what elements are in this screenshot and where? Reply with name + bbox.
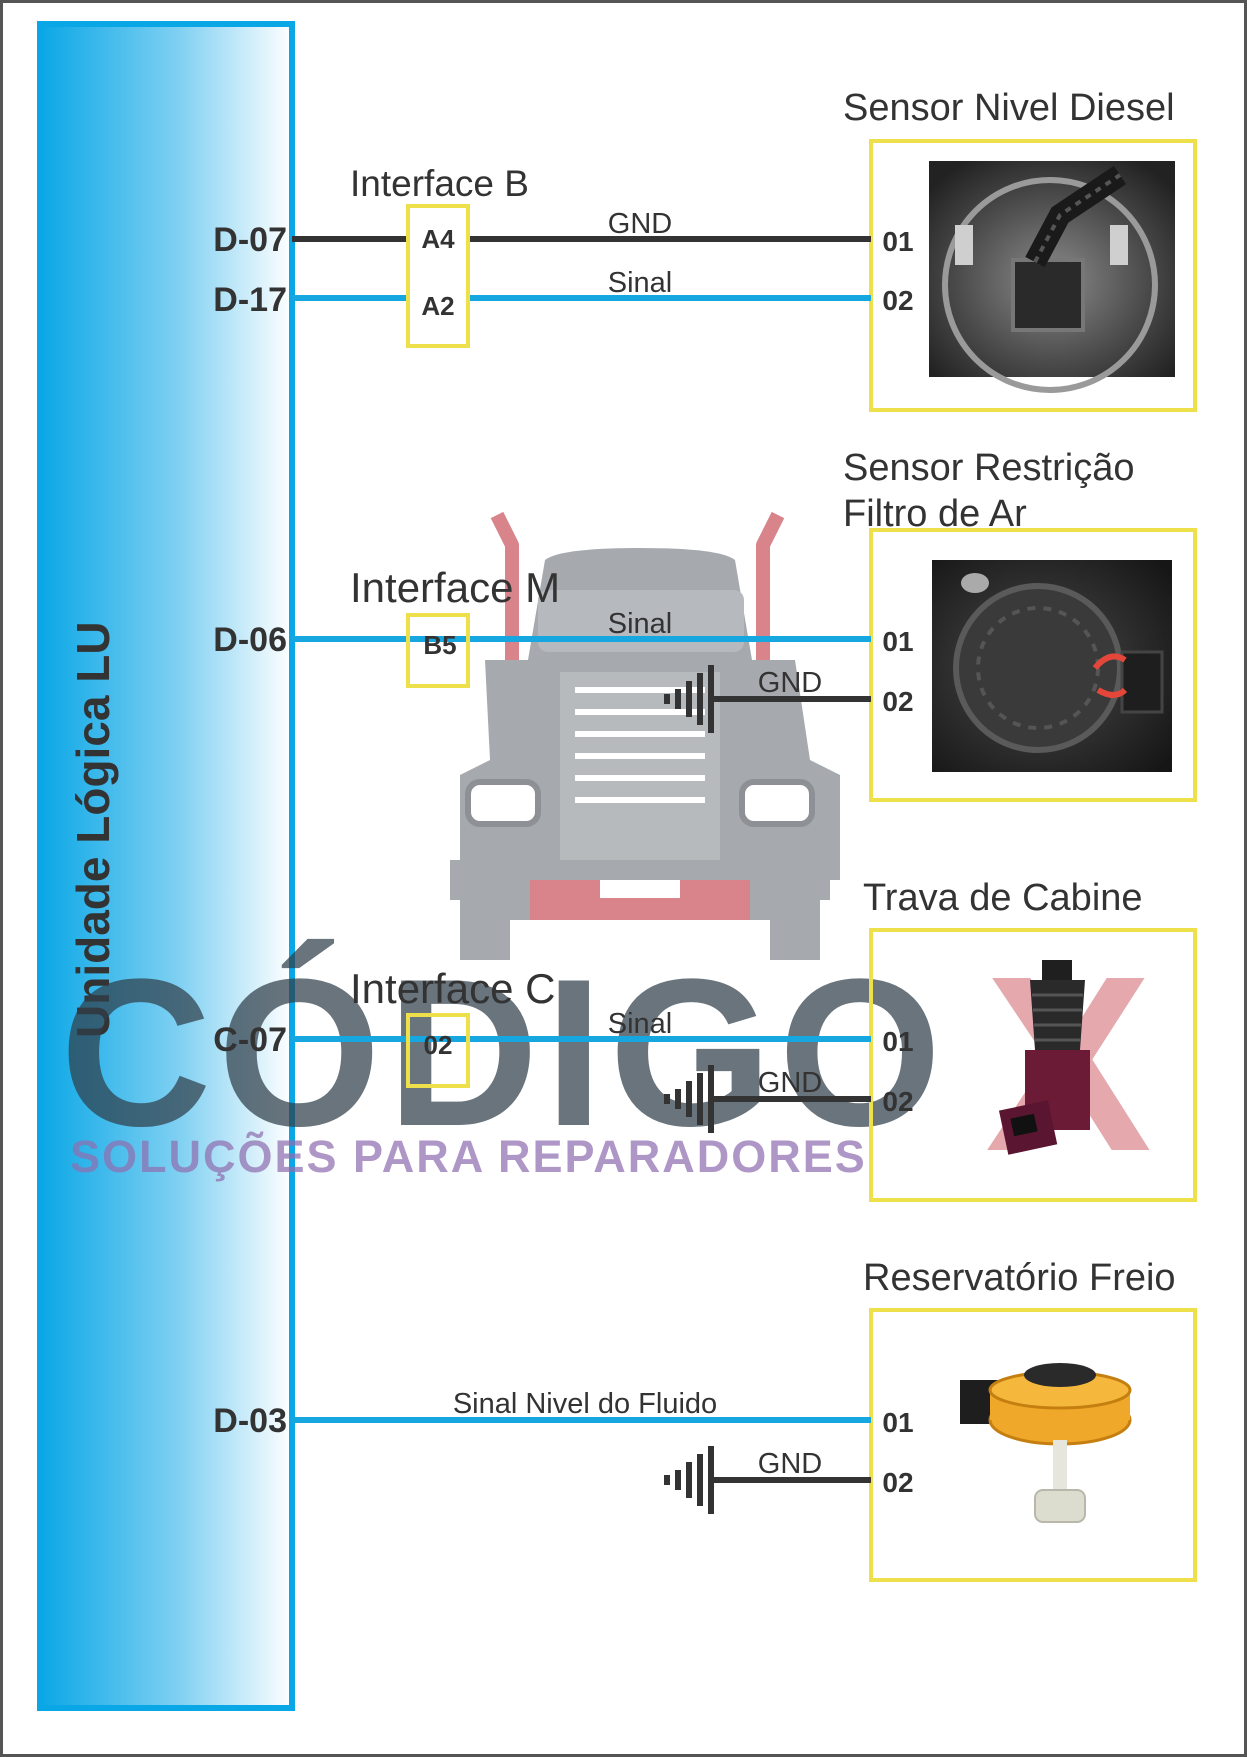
wire-label-signal: Sinal [608, 267, 673, 299]
interface-label-c: Interface C [350, 965, 555, 1012]
connector-box-c [406, 1013, 470, 1088]
terminal-02: 02 [882, 686, 913, 717]
terminal-01: 01 [882, 226, 913, 257]
pin-d07: D-07 [213, 221, 287, 259]
ground-icon [664, 1065, 714, 1133]
connector-box-b [406, 204, 470, 348]
interface-label-b: Interface B [350, 163, 529, 204]
terminal-01: 01 [882, 1407, 913, 1438]
connector-b5: B5 [423, 630, 456, 660]
watermark-tagline: SOLUÇÕES PARA REPARADORES [70, 1131, 867, 1182]
wire-label-gnd: GND [758, 667, 822, 699]
interface-label-m: Interface M [350, 564, 560, 611]
brake-reservoir-sensor-photo [960, 1363, 1132, 1523]
connector-a4: A4 [421, 224, 455, 254]
fuel-level-sensor-photo [929, 161, 1175, 393]
pin-c07: C-07 [213, 1021, 287, 1059]
connector-02: 02 [424, 1030, 453, 1060]
watermark-logo-letters: CÓDIGO [60, 935, 948, 1170]
wire-label-gnd: GND [758, 1448, 822, 1480]
group-diesel-level: Sensor Nivel Diesel Interface B A4 A2 D-… [213, 87, 1197, 412]
wire-label-gnd: GND [758, 1067, 822, 1099]
terminal-02: 02 [882, 1086, 913, 1117]
group-air-filter: Sensor Restrição Filtro de Ar Interface … [213, 447, 1197, 802]
wire-label-gnd: GND [608, 208, 672, 240]
logic-unit-bar: Unidade Lógica LU [37, 21, 295, 1711]
pin-d06: D-06 [213, 621, 287, 659]
sensor-title-air-filter-line1: Sensor Restrição [843, 447, 1134, 489]
terminal-01: 01 [882, 626, 913, 657]
wire-label-fluid-level-signal: Sinal Nivel do Fluido [453, 1388, 717, 1420]
air-filter-restriction-sensor-photo [932, 560, 1172, 772]
wire-label-signal: Sinal [608, 608, 673, 640]
watermark: CÓDIGO X SOLUÇÕES PARA REPARADORES [60, 511, 1152, 1203]
terminal-02: 02 [882, 1467, 913, 1498]
sensor-title-cab-lock: Trava de Cabine [863, 877, 1143, 919]
cab-lock-sensor-photo [998, 960, 1090, 1155]
sensor-title-brake-reservoir: Reservatório Freio [863, 1257, 1176, 1299]
sensor-frame-cab-lock [869, 928, 1197, 1202]
logic-unit-label: Unidade Lógica LU [67, 621, 119, 1038]
pin-d17: D-17 [213, 281, 287, 319]
connector-box-m [406, 613, 470, 688]
terminal-02: 02 [882, 285, 913, 316]
group-cab-lock: Trava de Cabine Interface C 02 C-07 Sina… [213, 877, 1197, 1202]
sensor-title-diesel-level: Sensor Nivel Diesel [843, 87, 1175, 129]
pin-d03: D-03 [213, 1402, 287, 1440]
terminal-01: 01 [882, 1026, 913, 1057]
ground-icon [664, 665, 714, 733]
group-brake-reservoir: Reservatório Freio D-03 Sinal Nivel do F… [213, 1257, 1197, 1582]
sensor-frame-brake-reservoir [869, 1308, 1197, 1582]
wire-label-signal: Sinal [608, 1008, 673, 1040]
connector-a2: A2 [421, 291, 454, 321]
